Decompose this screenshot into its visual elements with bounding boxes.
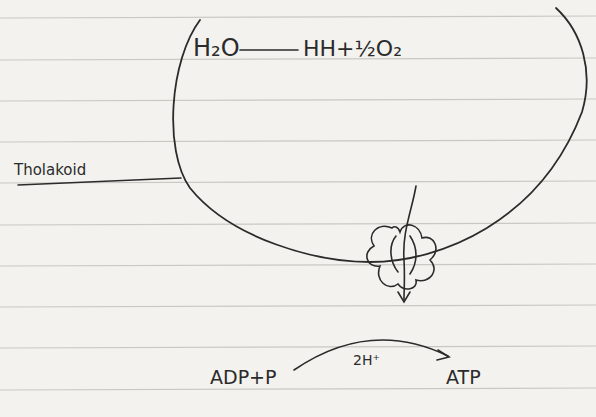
arrowhead xyxy=(398,292,410,302)
reaction-text-holder: H₂O xyxy=(193,34,240,62)
reaction-text: HH+½O₂ xyxy=(303,36,402,61)
arrowhead xyxy=(437,350,449,360)
proton-label-holder: 2H⁺ xyxy=(353,350,380,369)
reaction-arc xyxy=(294,340,448,370)
proton-label: 2H⁺ xyxy=(353,352,380,368)
reactant-label-holder: ADP+P xyxy=(210,366,276,388)
ruled-lines xyxy=(0,16,596,390)
atp-synthase xyxy=(367,225,436,289)
product-label: ATP xyxy=(446,366,481,388)
reaction-dash xyxy=(240,49,298,51)
reactant-label: ADP+P xyxy=(210,366,276,388)
reaction-text-holder: HH+½O₂ xyxy=(303,36,402,61)
proton-path xyxy=(404,186,416,300)
reaction-text: H₂O xyxy=(193,34,240,62)
leader-line xyxy=(18,178,181,185)
structure-label-holder: Tholakoid xyxy=(14,160,86,179)
structure-label: Tholakoid xyxy=(14,161,86,179)
thylakoid-membrane: H₂O HH+½O₂ xyxy=(160,4,590,276)
product-label-holder: ATP xyxy=(446,366,481,388)
